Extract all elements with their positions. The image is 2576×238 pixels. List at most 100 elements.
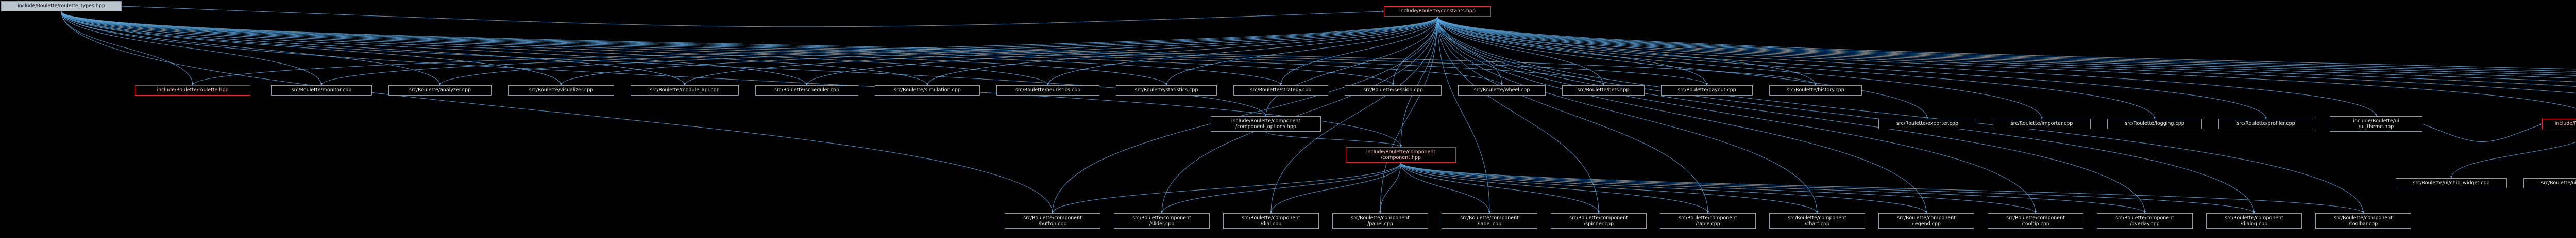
- edge-h1-B9: [1437, 16, 1928, 214]
- graph-node-B2[interactable]: src/Roulette/component /slider.cpp: [1114, 213, 1210, 229]
- edge-r0-L1: [61, 11, 194, 86]
- graph-node-h1[interactable]: include/Roulette/constants.hpp: [1384, 6, 1491, 17]
- edge-h1-L2: [320, 16, 1438, 86]
- edge-r0-L13: [61, 11, 1605, 86]
- graph-node-L15[interactable]: src/Roulette/history.cpp: [1769, 85, 1862, 96]
- edge-h1-M3: [1437, 16, 2156, 119]
- graph-node-L7[interactable]: src/Roulette/simulation.cpp: [875, 85, 980, 96]
- graph-node-L4[interactable]: src/Roulette/visualizer.cpp: [508, 85, 614, 96]
- edge-h1-R2: [1437, 16, 2576, 109]
- graph-node-L8[interactable]: src/Roulette/heuristics.cpp: [996, 85, 1099, 96]
- edge-h1-L15: [1437, 16, 1817, 86]
- graph-node-M3[interactable]: src/Roulette/logging.cpp: [2107, 119, 2202, 129]
- edge-h1-B2: [1160, 16, 1438, 214]
- edge-h1-B13: [1437, 16, 2365, 214]
- graph-node-B5[interactable]: src/Roulette/component /label.cpp: [1442, 213, 1537, 229]
- edge-h1-L14: [1437, 16, 1708, 86]
- edge-r0-L5: [61, 11, 686, 86]
- edge-h1-T1: [1437, 16, 2378, 117]
- graph-node-L9[interactable]: src/Roulette/statistics.cpp: [1116, 85, 1217, 96]
- graph-node-B13[interactable]: src/Roulette/component /toolbar.cpp: [2315, 213, 2411, 229]
- graph-node-L14[interactable]: src/Roulette/payout.cpp: [1661, 85, 1753, 96]
- edge-h1-B7: [1437, 16, 1709, 214]
- edge-C2-B6: [1400, 162, 1600, 214]
- edge-r0-L9: [61, 11, 1168, 86]
- edge-h1-B12: [1437, 16, 2256, 214]
- edge-h1-B11: [1437, 16, 2146, 214]
- edge-h1-M4: [1437, 16, 2267, 119]
- edge-h1-L3: [438, 16, 1438, 86]
- edge-h1-M5: [1437, 16, 2576, 93]
- edge-h1-B8: [1437, 16, 1819, 214]
- edge-r0-L14: [61, 11, 1708, 86]
- graph-node-B12[interactable]: src/Roulette/component /dialog.cpp: [2206, 213, 2302, 229]
- graph-node-L1[interactable]: include/Roulette/roulette.hpp: [135, 85, 250, 96]
- graph-node-L5[interactable]: src/Roulette/module_api.cpp: [631, 85, 739, 96]
- graph-node-B11[interactable]: src/Roulette/component /overlay.cpp: [2097, 213, 2193, 229]
- graph-node-M2[interactable]: src/Roulette/importer.cpp: [1993, 119, 2091, 129]
- edge-h1-L5: [683, 16, 1438, 86]
- edge-C2-B4: [1379, 162, 1401, 214]
- edge-r0-L12: [61, 11, 1503, 86]
- graph-node-C1[interactable]: include/Roulette/component /component_op…: [1211, 116, 1321, 132]
- graph-node-L10[interactable]: src/Roulette/strategy.cpp: [1233, 85, 1328, 96]
- graph-node-B6[interactable]: src/Roulette/component /spinner.cpp: [1551, 213, 1647, 229]
- graph-node-B1[interactable]: src/Roulette/component /button.cpp: [1005, 213, 1100, 229]
- graph-node-S2[interactable]: src/Roulette/ui/grid_widget.cpp: [2523, 178, 2576, 188]
- edge-r0-L10: [61, 11, 1282, 86]
- edge-r0-L7: [61, 11, 929, 86]
- graph-node-B4[interactable]: src/Roulette/component /panel.cpp: [1332, 213, 1428, 229]
- edge-h1-L1: [191, 16, 1438, 86]
- edge-h1-B4: [1379, 16, 1438, 214]
- edge-C2-B13: [1400, 162, 2365, 214]
- graph-node-L2[interactable]: src/Roulette/monitor.cpp: [271, 85, 372, 96]
- graph-node-C2[interactable]: include/Roulette/component /component.hp…: [1346, 147, 1456, 163]
- graph-node-B8[interactable]: src/Roulette/component /chart.cpp: [1769, 213, 1865, 229]
- graph-node-T1[interactable]: include/Roulette/ui /ui_theme.hpp: [2330, 116, 2422, 132]
- edge-C2-B2: [1160, 162, 1401, 214]
- graph-node-S1[interactable]: src/Roulette/ui/chip_widget.cpp: [2396, 178, 2507, 188]
- edge-h1-L8: [1046, 16, 1438, 86]
- edge-r0-h1: [121, 6, 1384, 27]
- edge-r0-L4: [61, 11, 563, 86]
- edge-h1-L6: [805, 16, 1438, 86]
- edge-h1-C1: [1264, 16, 1438, 117]
- edge-h1-M12: [1437, 16, 2576, 70]
- edge-C2-B8: [1400, 162, 1819, 214]
- edge-C2-B10: [1400, 162, 2037, 214]
- edge-r0-L3: [61, 11, 442, 86]
- edge-h1-M8: [1437, 16, 2576, 79]
- edge-h1-L9: [1165, 16, 1438, 86]
- graph-node-L11[interactable]: src/Roulette/session.cpp: [1345, 85, 1442, 96]
- edge-h1-M11: [1437, 16, 2576, 72]
- edge-r0-L8: [61, 11, 1049, 86]
- graph-node-B10[interactable]: src/Roulette/component /tooltip.cpp: [1988, 213, 2083, 229]
- edge-C1-C2: [1265, 131, 1402, 148]
- edge-r0-L11: [61, 11, 1395, 86]
- edge-h1-M10: [1437, 16, 2576, 74]
- edge-h1-M7: [1437, 16, 2576, 82]
- graph-node-M1[interactable]: src/Roulette/exporter.cpp: [1878, 119, 1976, 129]
- edge-h1-M6: [1437, 16, 2576, 87]
- graph-node-B3[interactable]: src/Roulette/component /dial.cpp: [1223, 213, 1319, 229]
- edge-T1-R2: [2422, 123, 2543, 142]
- graph-node-B9[interactable]: src/Roulette/component /legend.cpp: [1878, 213, 1974, 229]
- edge-r0-B1: [61, 11, 1054, 214]
- edge-C2-B3: [1269, 162, 1401, 214]
- graph-node-L6[interactable]: src/Roulette/scheduler.cpp: [755, 85, 858, 96]
- graph-node-r0: include/Roulette/roulette_types.hpp: [1, 1, 122, 11]
- graph-node-L13[interactable]: src/Roulette/bets.cpp: [1562, 85, 1645, 96]
- graph-node-M4[interactable]: src/Roulette/profiler.cpp: [2218, 119, 2313, 129]
- edge-h1-B6: [1437, 16, 1600, 214]
- edge-h1-C2: [1399, 16, 1438, 148]
- graph-node-L12[interactable]: src/Roulette/wheel.cpp: [1458, 85, 1546, 96]
- edge-C2-B9: [1400, 162, 1928, 214]
- edge-r0-C1: [61, 11, 1267, 117]
- edge-h1-L7: [926, 16, 1438, 86]
- graph-node-B7[interactable]: src/Roulette/component /table.cpp: [1660, 213, 1756, 229]
- graph-node-R2[interactable]: include/Roulette/ui/widgets.hpp: [2542, 119, 2576, 129]
- graph-node-L3[interactable]: src/Roulette/analyzer.cpp: [388, 85, 492, 96]
- edge-h1-B1: [1051, 16, 1438, 214]
